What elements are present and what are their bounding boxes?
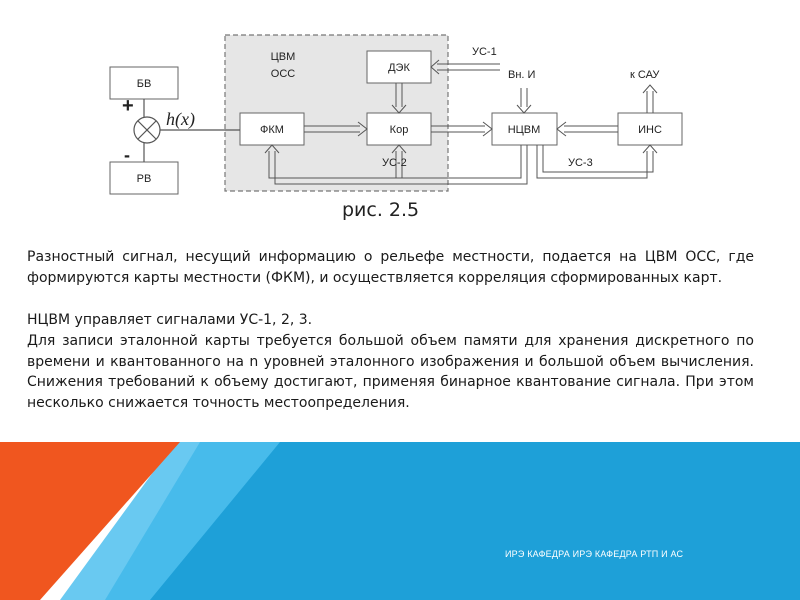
arrow-vni-ntsvm (516, 104, 532, 114)
arrow-kor-ntsvm (482, 121, 493, 137)
arrow-dek-kor (391, 104, 407, 114)
block-bv-label: БВ (137, 78, 152, 90)
block-fkm-label: ФКМ (260, 124, 284, 136)
signal-label: h(x) (166, 109, 195, 130)
block-rv-label: РВ (137, 173, 152, 185)
label-us1: УС-1 (472, 46, 497, 58)
arrow-fkm-kor (357, 121, 368, 137)
label-us2: УС-2 (382, 157, 407, 169)
feedback-us3 (536, 145, 648, 179)
block-bv: БВ (109, 66, 179, 100)
arrow-ins-ntsvm (556, 121, 567, 137)
block-ntsvm: НЦВМ (491, 112, 558, 146)
arrow-ins-sau (642, 84, 658, 94)
footer-blue-band (105, 442, 800, 600)
footer-orange-band (0, 442, 180, 600)
block-diagram: ЦВМ ОСС БВ РВ ФКМ Кор ДЭК НЦВМ ИНС (109, 34, 683, 195)
block-kor: Кор (366, 112, 432, 146)
summing-junction (133, 116, 161, 144)
block-kor-label: Кор (390, 124, 409, 136)
arrow-us1-dek (430, 59, 440, 75)
group-label-line1: ЦВМ (271, 51, 296, 63)
label-k-sau: к САУ (630, 69, 660, 81)
block-ins-label: ИНС (638, 124, 662, 136)
footer-light-blue-band (60, 442, 280, 600)
footer-text: ИРЭ КАФЕДРА ИРЭ КАФЕДРА РТП И АС (505, 549, 684, 559)
block-rv: РВ (109, 161, 179, 195)
group-label-line2: ОСС (271, 68, 296, 80)
label-us3: УС-3 (568, 157, 593, 169)
minus-sign: - (124, 145, 130, 165)
block-fkm: ФКМ (239, 112, 305, 146)
block-ntsvm-label: НЦВМ (508, 124, 541, 136)
figure-caption: рис. 2.5 (342, 199, 420, 221)
footer-decoration (0, 442, 800, 600)
label-vn-i: Вн. И (508, 69, 535, 81)
paragraph-3: Для записи эталонной карты требуется бол… (27, 333, 754, 411)
feedback-us2 (268, 145, 522, 179)
paragraph-1: Разностный сигнал, несущий информацию о … (27, 249, 754, 286)
block-dek: ДЭК (366, 50, 432, 84)
plus-sign: + (122, 95, 134, 117)
paragraph-2: НЦВМ управляет сигналами УС-1, 2, 3. (27, 312, 313, 328)
block-dek-label: ДЭК (388, 62, 410, 74)
block-ins: ИНС (617, 112, 683, 146)
